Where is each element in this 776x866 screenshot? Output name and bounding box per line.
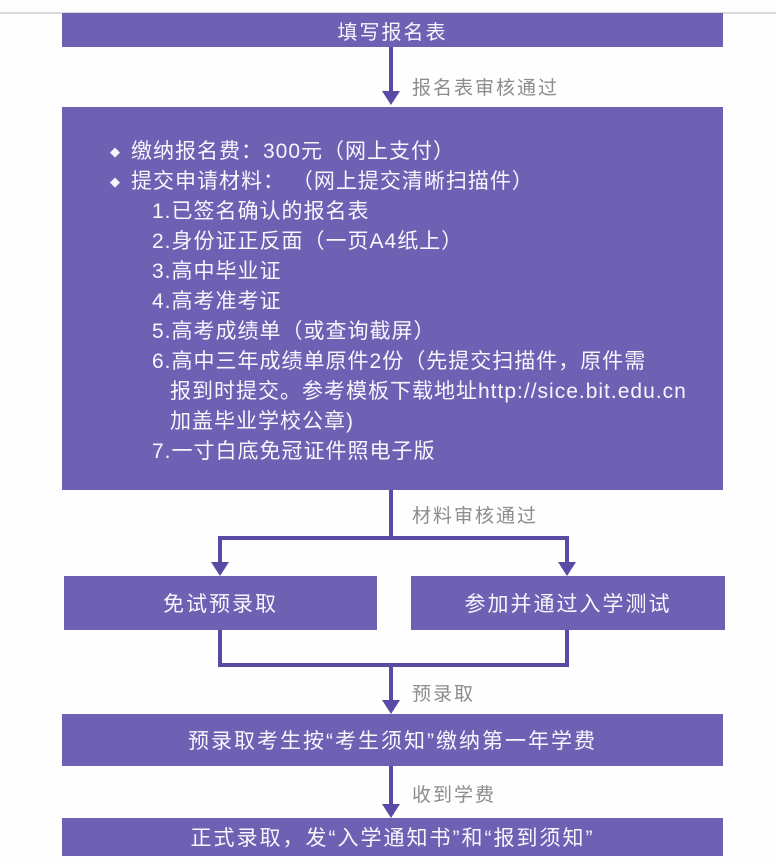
connector-branch-left bbox=[218, 536, 222, 563]
node-exempt-preadmission: 免试预录取 bbox=[64, 576, 377, 630]
edge-label-materials-approved: 材料审核通过 bbox=[412, 506, 539, 527]
diamond-bullet-icon: ◆ bbox=[110, 174, 121, 189]
requirement-line: 7.一寸白底免冠证件照电子版 bbox=[152, 440, 436, 463]
node-fill-form: 填写报名表 bbox=[62, 13, 723, 47]
node-formal-admission: 正式录取，发“入学通知书”和“报到须知” bbox=[62, 818, 723, 856]
node-entrance-test-label: 参加并通过入学测试 bbox=[464, 593, 672, 616]
connector-branch-right bbox=[565, 536, 569, 563]
node-pay-tuition-label: 预录取考生按“考生须知”缴纳第一年学费 bbox=[188, 730, 597, 753]
connector-form-to-materials bbox=[389, 47, 393, 92]
connector-merge-bar bbox=[218, 663, 569, 667]
node-requirements: ◆ 缴纳报名费：300元（网上支付） ◆ 提交申请材料： （网上提交清晰扫描件） 1… bbox=[62, 107, 723, 490]
requirement-text: 提交申请材料： （网上提交清晰扫描件） bbox=[131, 170, 534, 193]
requirement-line: 6.高中三年成绩单原件2份（先提交扫描件，原件需 bbox=[152, 350, 647, 373]
arrow-down-icon bbox=[382, 700, 400, 714]
requirement-text: 缴纳报名费：300元（网上支付） bbox=[131, 140, 456, 163]
connector-tuition-stem bbox=[389, 766, 393, 806]
node-formal-admission-label: 正式录取，发“入学通知书”和“报到须知” bbox=[190, 827, 595, 850]
connector-split-bar bbox=[218, 536, 569, 540]
requirement-line: 1.已签名确认的报名表 bbox=[152, 200, 370, 223]
arrow-down-icon bbox=[382, 91, 400, 105]
requirement-line: 报到时提交。参考模板下载地址http://sice.bit.edu.cn bbox=[170, 380, 687, 403]
arrow-down-icon bbox=[382, 804, 400, 818]
connector-merge-left bbox=[218, 630, 222, 667]
node-pay-tuition: 预录取考生按“考生须知”缴纳第一年学费 bbox=[62, 714, 723, 766]
connector-merge-right bbox=[565, 630, 569, 667]
connector-preadmission-stem bbox=[389, 663, 393, 701]
node-entrance-test: 参加并通过入学测试 bbox=[411, 576, 725, 630]
node-fill-form-label: 填写报名表 bbox=[337, 21, 448, 44]
requirement-line: ◆ 缴纳报名费：300元（网上支付） bbox=[62, 137, 723, 167]
edge-label-preadmission: 预录取 bbox=[412, 684, 476, 705]
edge-label-tuition-received: 收到学费 bbox=[412, 785, 497, 806]
requirement-line: 5.高考成绩单（或查询截屏） bbox=[152, 320, 436, 343]
diamond-bullet-icon: ◆ bbox=[110, 144, 121, 159]
requirement-line: ◆ 提交申请材料： （网上提交清晰扫描件） bbox=[62, 167, 723, 197]
arrow-down-icon bbox=[558, 562, 576, 576]
connector-materials-stem bbox=[389, 490, 393, 539]
arrow-down-icon bbox=[211, 562, 229, 576]
requirement-line: 3.高中毕业证 bbox=[152, 260, 282, 283]
requirement-line: 4.高考准考证 bbox=[152, 290, 282, 313]
node-exempt-label: 免试预录取 bbox=[163, 593, 278, 616]
edge-label-form-approved: 报名表审核通过 bbox=[412, 78, 560, 99]
requirement-line: 加盖毕业学校公章) bbox=[170, 410, 354, 433]
requirement-line: 2.身份证正反面（一页A4纸上） bbox=[152, 230, 464, 253]
